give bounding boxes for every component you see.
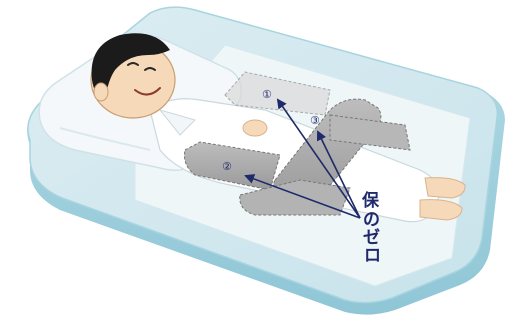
caption-char-4: ロ — [364, 246, 381, 266]
marker-2-label: ② — [222, 160, 232, 173]
marker-1-label: ① — [262, 88, 272, 101]
caption-char-1: 保 — [361, 190, 380, 211]
caption-vertical: 保 の ゼ ロ — [361, 190, 381, 266]
caption-char-2: の — [363, 210, 380, 230]
caption-char-3: ゼ — [363, 227, 380, 248]
marker-3-label: ③ — [310, 114, 320, 127]
